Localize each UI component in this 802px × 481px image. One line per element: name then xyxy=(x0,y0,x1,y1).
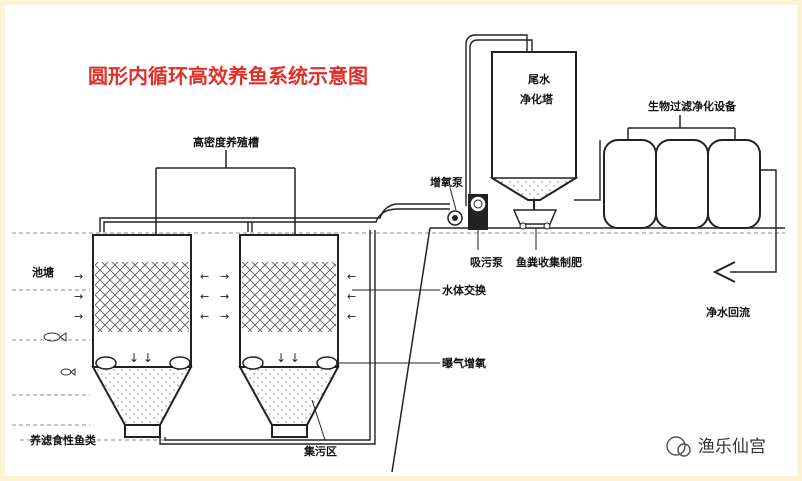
svg-text:→: → xyxy=(220,270,229,283)
diagram-title: 圆形内循环高效养鱼系统示意图 xyxy=(88,64,368,88)
oxygen-pump-label: 增氧泵 xyxy=(430,175,463,189)
tail-water-label-1: 尾水 xyxy=(527,72,551,86)
water-exchange-arrows: → → → ← ← ← → → → ← ← ← xyxy=(74,270,356,323)
svg-text:←: ← xyxy=(347,270,356,283)
svg-text:→: → xyxy=(74,310,83,323)
manure-collector xyxy=(512,209,558,230)
svg-text:←: ← xyxy=(200,310,209,323)
bio-filter-units xyxy=(603,139,761,229)
sediment-label: 集污区 xyxy=(303,444,337,458)
filter-fish-label: 养滤食性鱼类 xyxy=(29,433,97,447)
svg-text:→: → xyxy=(220,290,229,303)
bio-filter-bracket xyxy=(627,115,736,140)
svg-text:→: → xyxy=(74,290,83,303)
oxygen-pump-pointer xyxy=(449,187,457,211)
aeration-label: 曝气增氧 xyxy=(442,356,486,370)
pond-label: 池塘 xyxy=(32,265,54,279)
pipe-network xyxy=(99,34,777,445)
culture-tank-2: ↓ ↓ xyxy=(238,234,340,438)
svg-text:←: ← xyxy=(347,310,356,323)
bio-filter-label: 生物过滤净化设备 xyxy=(648,99,737,113)
suction-pump-label: 吸污泵 xyxy=(470,255,503,269)
watermark-text: 渔乐仙宫 xyxy=(698,437,766,457)
svg-text:↓ ↓: ↓ ↓ xyxy=(129,351,153,365)
suction-pump xyxy=(468,194,488,230)
svg-text:←: ← xyxy=(200,290,209,303)
tank-header-bracket xyxy=(155,150,296,240)
clean-return-arrow xyxy=(712,261,736,283)
wechat-icon xyxy=(666,436,686,456)
svg-text:←: ← xyxy=(347,290,356,303)
svg-text:←: ← xyxy=(200,270,209,283)
tail-water-label-2: 净化塔 xyxy=(520,92,554,106)
fish-icon xyxy=(43,332,67,342)
sediment-pointer xyxy=(311,399,326,441)
manure-label: 鱼粪收集制肥 xyxy=(516,255,582,269)
tank-header-label: 高密度养殖槽 xyxy=(193,135,259,149)
pond-bank xyxy=(391,227,431,473)
clean-return-label: 净水回流 xyxy=(706,305,750,319)
culture-tank-1: ↓ ↓ xyxy=(91,234,193,438)
svg-text:→: → xyxy=(220,310,229,323)
svg-text:↓ ↓: ↓ ↓ xyxy=(276,351,300,365)
svg-text:→: → xyxy=(74,270,83,283)
water-exchange-label: 水体交换 xyxy=(442,283,487,297)
watermark: 渔乐仙宫 xyxy=(666,436,766,457)
oxygen-pump xyxy=(447,210,463,226)
tail-water-tower xyxy=(489,51,579,212)
small-fish-icon xyxy=(60,368,76,376)
